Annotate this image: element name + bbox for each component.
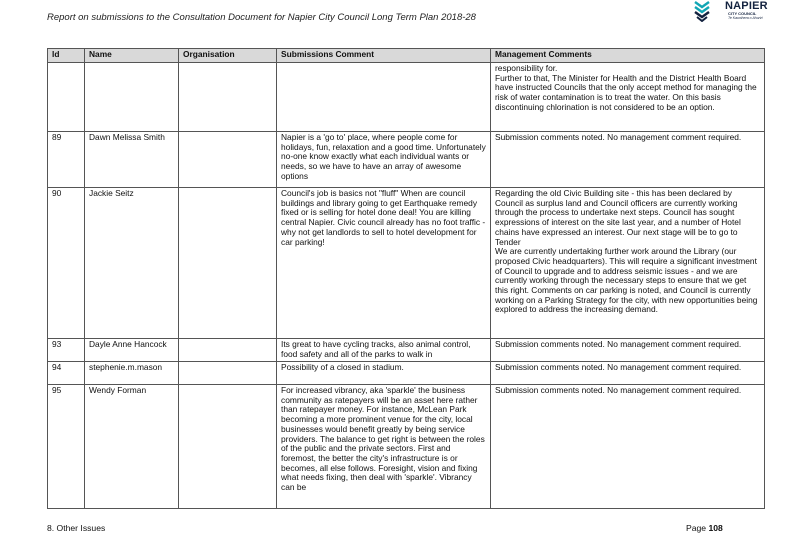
- cell-management: Regarding the old Civic Building site - …: [490, 187, 765, 339]
- cell-organisation: [178, 338, 277, 362]
- footer-section-name: 8. Other Issues: [47, 523, 106, 533]
- cell-submission: [276, 62, 491, 132]
- cell-name: Dayle Anne Hancock: [84, 338, 179, 362]
- cell-name: Wendy Forman: [84, 384, 179, 509]
- cell-submission: Possibility of a closed in stadium.: [276, 361, 491, 385]
- table-row: 94 stephenie.m.mason Possibility of a cl…: [47, 361, 765, 385]
- cell-submission: Its great to have cycling tracks, also a…: [276, 338, 491, 362]
- cell-name: Dawn Melissa Smith: [84, 131, 179, 188]
- cell-id: [47, 62, 85, 132]
- footer-page-number: Page 108: [686, 523, 723, 533]
- column-header-name: Name: [84, 48, 179, 63]
- management-paragraphs: Regarding the old Civic Building site - …: [495, 188, 758, 315]
- report-title: Report on submissions to the Consultatio…: [47, 12, 476, 23]
- cell-management: Submission comments noted. No management…: [490, 338, 765, 362]
- cell-organisation: [178, 384, 277, 509]
- table-row: 95 Wendy Forman For increased vibrancy, …: [47, 384, 765, 509]
- cell-management: Submission comments noted. No management…: [490, 361, 765, 385]
- column-header-id: Id: [47, 48, 85, 63]
- cell-management: responsibility for. Further to that, The…: [490, 62, 765, 132]
- cell-id: 95: [47, 384, 85, 509]
- table-header-row: Id Name Organisation Submissions Comment…: [47, 48, 765, 63]
- cell-id: 93: [47, 338, 85, 362]
- table-row: responsibility for. Further to that, The…: [47, 62, 765, 132]
- cell-management: Submission comments noted. No management…: [490, 131, 765, 188]
- cell-organisation: [178, 62, 277, 132]
- logo-tagline: Te Kaunihera o Ahuriri: [728, 16, 763, 20]
- cell-organisation: [178, 361, 277, 385]
- cell-submission: For increased vibrancy, aka 'sparkle' th…: [276, 384, 491, 509]
- table-row: 90 Jackie Seitz Council's job is basics …: [47, 187, 765, 339]
- cell-organisation: [178, 187, 277, 339]
- cell-id: 89: [47, 131, 85, 188]
- table-row: 93 Dayle Anne Hancock Its great to have …: [47, 338, 765, 362]
- cell-submission: Napier is a 'go to' place, where people …: [276, 131, 491, 188]
- page-label: Page: [686, 523, 707, 533]
- cell-name: stephenie.m.mason: [84, 361, 179, 385]
- cell-id: 94: [47, 361, 85, 385]
- column-header-management-comments: Management Comments: [490, 48, 765, 63]
- submissions-table: Id Name Organisation Submissions Comment…: [47, 48, 765, 509]
- napier-logo-icon: [694, 1, 710, 22]
- management-line-1: responsibility for. Further to that, The…: [495, 63, 757, 112]
- page-number: 108: [708, 523, 723, 533]
- cell-name: [84, 62, 179, 132]
- table-row: 89 Dawn Melissa Smith Napier is a 'go to…: [47, 131, 765, 188]
- cell-organisation: [178, 131, 277, 188]
- cell-management: Submission comments noted. No management…: [490, 384, 765, 509]
- logo-subtitle: CITY COUNCIL: [728, 11, 757, 16]
- logo-wordmark: NAPIER: [725, 0, 768, 12]
- column-header-submissions-comment: Submissions Comment: [276, 48, 491, 63]
- column-header-organisation: Organisation: [178, 48, 277, 63]
- cell-id: 90: [47, 187, 85, 339]
- cell-submission: Council's job is basics not "fluff" When…: [276, 187, 491, 339]
- cell-name: Jackie Seitz: [84, 187, 179, 339]
